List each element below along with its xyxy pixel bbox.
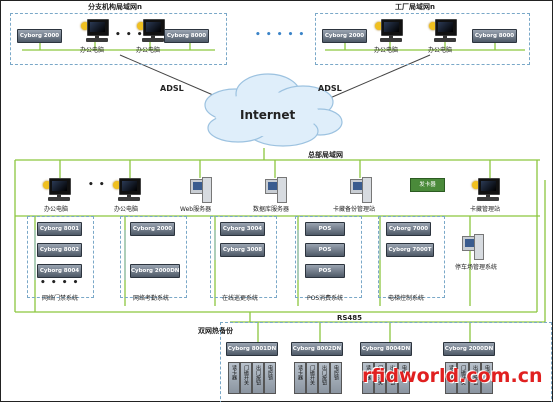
office-pc: [113, 178, 142, 202]
exit-button-peripheral: 出门按钮: [318, 362, 330, 394]
office-pc: [81, 19, 110, 43]
office-pc-label: 办公电脑: [136, 47, 161, 54]
ellipsis: • • • • •: [115, 30, 166, 40]
pos-label: POS消费系统: [307, 295, 344, 302]
device-cyborg-8001: Cyborg 8001: [37, 222, 82, 236]
parking-pc: [462, 234, 484, 260]
device-pos: POS: [305, 264, 345, 278]
access-control-box: [27, 216, 94, 298]
exit-button-peripheral: 出门按钮: [469, 362, 481, 394]
device-cyborg-2000: Cyborg 2000: [322, 29, 367, 43]
exit-button-peripheral: 出门按钮: [386, 362, 398, 394]
card-backup-label: 卡藏备份管理站: [333, 206, 376, 213]
office-pc: [43, 178, 72, 202]
card-backup-station: [350, 177, 372, 203]
factory-lan-box: [315, 13, 530, 65]
factory-lan-title: 工厂局域网n: [395, 3, 435, 11]
database-server-label: 数据库服务器: [253, 206, 290, 213]
card-reader-peripheral: 读卡器: [228, 362, 240, 394]
door-switch-peripheral: 门磁开关: [240, 362, 252, 394]
electric-lock-peripheral: 电控锁: [264, 362, 276, 394]
device-cyborg-2000dn: Cyborg 2000DN: [130, 264, 180, 278]
branch-lan-title: 分支机构局域网n: [88, 3, 142, 11]
card-reader-peripheral: 读卡器: [362, 362, 374, 394]
web-server: [190, 177, 212, 203]
device-cyborg-8004: Cyborg 8004: [37, 264, 82, 278]
hq-lan-title: 总部局域网: [308, 151, 343, 159]
device-pos: POS: [305, 222, 345, 236]
controller-area-box: [220, 322, 552, 402]
device-pos: POS: [305, 243, 345, 257]
dual-network-backup-label: 双网热备份: [198, 327, 233, 335]
office-pc: [137, 19, 166, 43]
device-cyborg-2000: Cyborg 2000: [130, 222, 175, 236]
door-switch-peripheral: 门磁开关: [457, 362, 469, 394]
parking-label: 停车场管理系统: [455, 264, 498, 271]
office-pc-label: 办公电脑: [114, 206, 139, 213]
adsl-right-label: ADSL: [318, 84, 342, 93]
device-cyborg-8000: Cyborg 8000: [472, 29, 517, 43]
patrol-box: [210, 216, 277, 298]
door-switch-peripheral: 门磁开关: [306, 362, 318, 394]
office-pc-label: 办公电脑: [428, 47, 453, 54]
card-reader-peripheral: 读卡器: [294, 362, 306, 394]
pos-box: [295, 216, 362, 298]
office-pc-label: 办公电脑: [44, 206, 69, 213]
electric-lock-peripheral: 电控锁: [330, 362, 342, 394]
door-switch-peripheral: 门磁开关: [374, 362, 386, 394]
rs485-label: RS485: [337, 314, 363, 322]
card-management-label: 卡藏管理站: [470, 206, 501, 213]
attendance-box: [120, 216, 187, 298]
controller-2000dn: Cyborg 2000DN: [443, 342, 495, 356]
ellipsis: • • • •: [40, 278, 80, 288]
attendance-label: 网络考勤系统: [133, 295, 170, 302]
device-cyborg-3008: Cyborg 3008: [220, 243, 265, 257]
patrol-label: 在线巡更系统: [222, 295, 259, 302]
access-control-label: 网络门禁系统: [42, 295, 79, 302]
branch-lan-box: [10, 13, 227, 65]
ellipsis: • •: [88, 180, 106, 190]
device-cyborg-8002: Cyborg 8002: [37, 243, 82, 257]
web-server-label: Web服务器: [180, 206, 212, 213]
device-cyborg-2000: Cyborg 2000: [17, 29, 62, 43]
more-lans-ellipsis: • • • • •: [255, 30, 306, 40]
office-pc: [429, 19, 458, 43]
device-cyborg-7000: Cyborg 7000: [386, 222, 431, 236]
device-cyborg-8000: Cyborg 8000: [164, 29, 209, 43]
internet-label: Internet: [240, 108, 296, 122]
controller-8002dn: Cyborg 8002DN: [291, 342, 343, 356]
electric-lock-peripheral: 电控锁: [481, 362, 493, 394]
elevator-box: [378, 216, 445, 298]
office-pc: [375, 19, 404, 43]
controller-8001dn: Cyborg 8001DN: [226, 342, 278, 356]
exit-button-peripheral: 出门按钮: [252, 362, 264, 394]
electric-lock-peripheral: 电控锁: [398, 362, 410, 394]
adsl-left-label: ADSL: [160, 84, 184, 93]
office-pc-label: 办公电脑: [80, 47, 105, 54]
card-reader-peripheral: 读卡器: [445, 362, 457, 394]
card-management-pc: [472, 178, 501, 202]
office-pc-label: 办公电脑: [374, 47, 399, 54]
elevator-label: 电梯控制系统: [388, 295, 425, 302]
device-cyborg-3004: Cyborg 3004: [220, 222, 265, 236]
card-issuer: 发卡器: [410, 178, 445, 192]
database-server: [265, 177, 287, 203]
watermark: rfidworld.com.cn: [362, 365, 543, 387]
device-cyborg-7000t: Cyborg 7000T: [386, 243, 434, 257]
controller-8004dn: Cyborg 8004DN: [360, 342, 412, 356]
